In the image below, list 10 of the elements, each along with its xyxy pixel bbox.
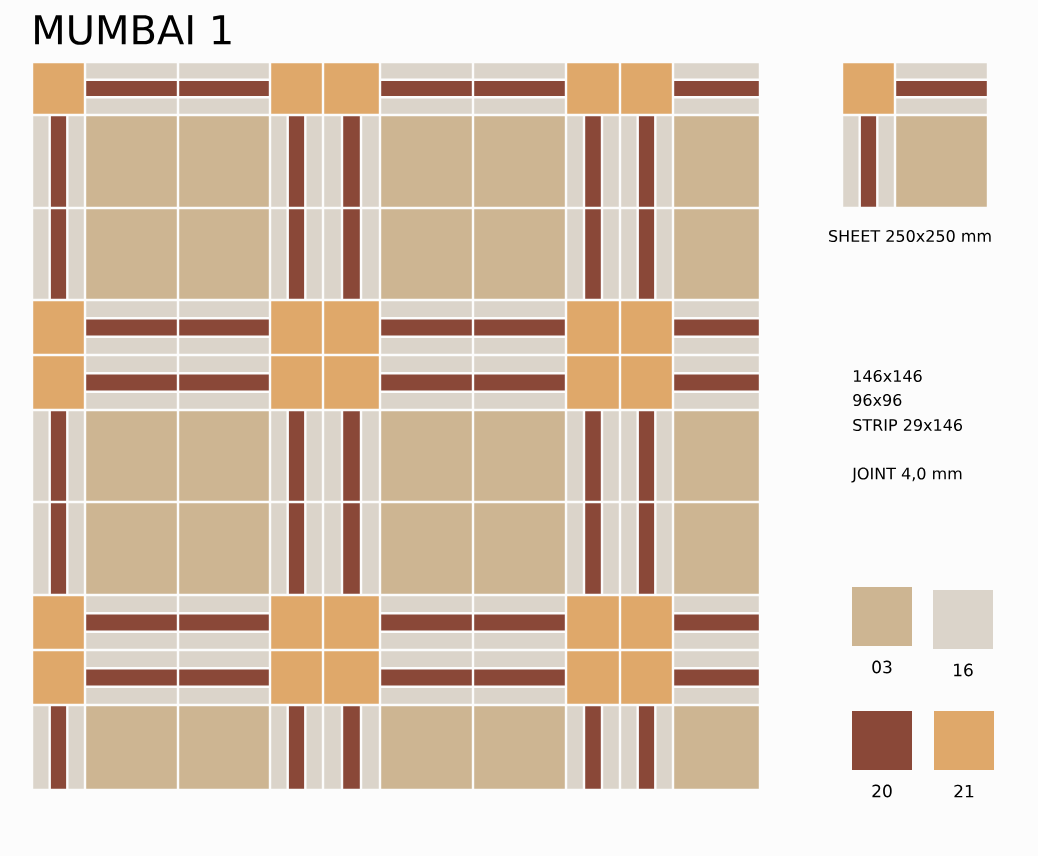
tile-size-label: 96x96 [853, 393, 902, 407]
joint-label: JOINT 4,0 mm [851, 467, 962, 483]
tile-size-label: 146x146 [853, 369, 922, 383]
strip-size-label: STRIP 29x146 [853, 418, 963, 432]
legend-label: 16 [954, 663, 973, 677]
title: MUMBAI 1 [35, 15, 231, 45]
legend-label: 03 [872, 660, 892, 674]
legend-label: 21 [954, 784, 974, 798]
sheet-size-label: SHEET 250x250 mm [829, 229, 991, 243]
legend-label: 20 [872, 784, 892, 798]
